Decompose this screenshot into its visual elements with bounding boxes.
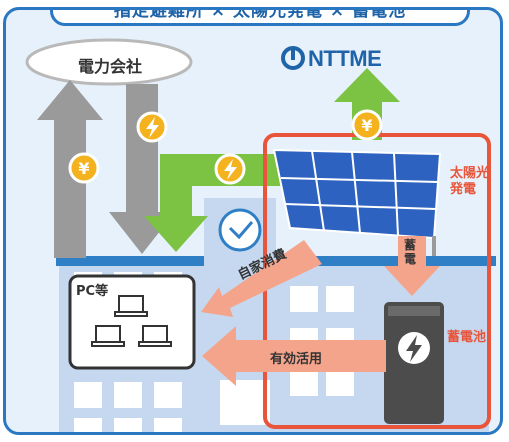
grid-down-arrow [109, 84, 175, 254]
self-consumption-arrow [201, 240, 322, 317]
scene: ¥ ¥ [25, 38, 496, 432]
svg-text:¥: ¥ [361, 116, 372, 135]
lightning-coin-icon-lower [214, 153, 246, 185]
solar-panel [272, 148, 442, 256]
utility-label: 電力会社 [78, 57, 143, 76]
yen-coin-icon-left: ¥ [68, 152, 100, 184]
pc-label: PC等 [76, 284, 109, 299]
clock-icon [218, 208, 262, 252]
nttme-logo-icon [281, 46, 305, 70]
storage-arrow-label: 蓄 電 [404, 238, 417, 266]
storage-down-arrow [384, 236, 440, 296]
page-title: 指定避難所 × 太陽光発電 × 蓄電池 [50, 10, 470, 26]
outer-frame: ¥ ¥ 指定避難所 × 太陽光発電 × 蓄電池 電力会社 NTTME 太陽光 発… [3, 7, 503, 435]
utility-cloud [25, 38, 193, 86]
laptop-icons [91, 295, 172, 347]
svg-text:¥: ¥ [78, 159, 89, 178]
solar-up-arrow [334, 68, 400, 140]
yen-coin-icon-top: ¥ [351, 109, 383, 141]
effective-use-arrow [202, 326, 386, 386]
battery-label: 蓄電池 [447, 330, 487, 345]
solar-label: 太陽光 発電 [450, 166, 490, 197]
solar-to-building-arrow [144, 154, 296, 252]
effective-use-label: 有効活用 [270, 352, 323, 367]
battery-unit [384, 302, 444, 424]
lightning-coin-icon-upper [136, 111, 168, 143]
brand-label: NTTME [308, 46, 382, 71]
